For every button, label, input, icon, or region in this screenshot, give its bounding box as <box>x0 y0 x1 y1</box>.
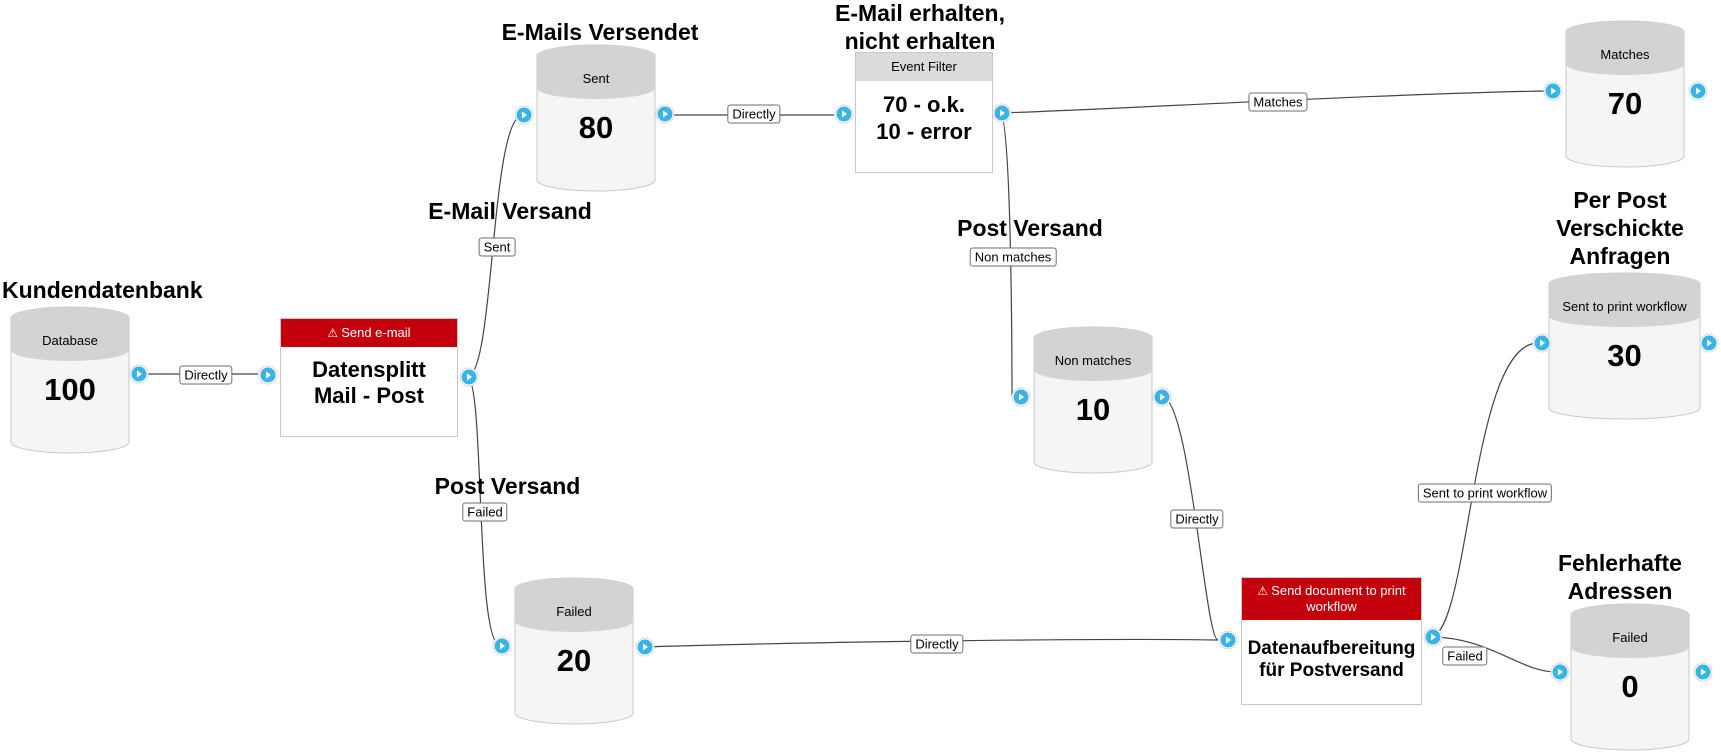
edge-tag-directly[interactable]: Directly <box>179 365 233 385</box>
node-body: Datenaufbereitung für Postversand <box>1242 638 1421 682</box>
play-circle-icon[interactable] <box>1423 627 1443 647</box>
node-body-line: 10 - error <box>876 119 972 144</box>
cylinder-shape <box>1570 603 1690 751</box>
heading-email-erhalten: E-Mail erhalten, nicht erhalten <box>820 0 1020 55</box>
node-body-line: Mail - Post <box>313 383 424 408</box>
cylinder-sent-to-print[interactable]: Sent to print workflow 30 <box>1548 272 1701 420</box>
node-header-line: ⚠Send document to print <box>1248 583 1415 599</box>
edge-tag-sent[interactable]: Sent <box>478 237 516 257</box>
cylinder-label: Matches <box>1600 47 1650 62</box>
cylinder-sent[interactable]: Sent 80 <box>536 44 656 192</box>
edge-tag-failed[interactable]: Failed <box>1442 646 1488 666</box>
node-body-line: für Postversand <box>1259 660 1404 681</box>
edge-tag-matches[interactable]: Matches <box>1248 92 1308 112</box>
edge-tag-directly[interactable]: Directly <box>727 104 781 124</box>
play-circle-icon[interactable] <box>514 105 534 125</box>
heading-kundendatenbank: Kundendatenbank <box>2 277 203 303</box>
node-header: Event Filter <box>856 53 992 81</box>
node-header: ⚠Send document to print workflow <box>1242 578 1421 620</box>
heading-line: Adressen <box>1567 578 1673 604</box>
node-body-line: Datensplitt <box>312 357 426 382</box>
play-circle-icon[interactable] <box>492 636 512 656</box>
cylinder-value: 10 <box>1075 392 1111 427</box>
node-header-label: Send document to print <box>1271 583 1406 598</box>
play-circle-icon[interactable] <box>129 364 149 384</box>
node-header-line: workflow <box>1306 599 1357 614</box>
cylinder-label: Database <box>42 333 98 348</box>
cylinder-database[interactable]: Database 100 <box>10 306 130 454</box>
cylinder-shape <box>1033 326 1153 474</box>
cylinder-failed-left[interactable]: Failed 20 <box>514 577 634 725</box>
heading-line: E-Mail erhalten, <box>835 0 1005 26</box>
play-circle-icon[interactable] <box>655 104 675 124</box>
cylinder-label: Sent to print workflow <box>1562 299 1687 314</box>
node-send-document[interactable]: ⚠Send document to print workflow Datenau… <box>1241 577 1422 705</box>
heading-line: Per Post <box>1573 187 1667 213</box>
heading-email-versand: E-Mail Versand <box>428 198 592 224</box>
node-send-email[interactable]: ⚠Send e-mail Datensplitt Mail - Post <box>280 318 458 437</box>
warning-triangle-icon: ⚠ <box>327 326 339 340</box>
cylinder-value: 20 <box>556 643 592 678</box>
cylinder-value: 0 <box>1621 669 1639 704</box>
node-body: 70 - o.k. 10 - error <box>856 81 992 145</box>
node-header: ⚠Send e-mail <box>281 319 457 347</box>
cylinder-value: 100 <box>44 372 96 407</box>
heading-line: Fehlerhafte <box>1558 550 1682 576</box>
play-circle-icon[interactable] <box>635 637 655 657</box>
heading-line: nicht erhalten <box>844 28 996 54</box>
play-circle-icon[interactable] <box>1543 81 1563 101</box>
cylinder-matches[interactable]: Matches 70 <box>1565 20 1685 168</box>
node-body-line: 70 - o.k. <box>883 92 965 117</box>
node-event-filter[interactable]: Event Filter 70 - o.k. 10 - error <box>855 52 993 173</box>
play-circle-icon[interactable] <box>1550 662 1570 682</box>
node-body: Datensplitt Mail - Post <box>281 357 457 409</box>
cylinder-value: 30 <box>1607 338 1642 373</box>
edge-tag-directly[interactable]: Directly <box>910 634 964 654</box>
play-circle-icon[interactable] <box>1218 630 1238 650</box>
cylinder-label: Failed <box>556 604 592 619</box>
cylinder-failed-right[interactable]: Failed 0 <box>1570 603 1690 751</box>
cylinder-shape <box>536 44 656 192</box>
cylinder-shape <box>1548 272 1701 420</box>
cylinder-label: Non matches <box>1054 353 1132 368</box>
wire-print-to-failed-right <box>1429 636 1557 673</box>
cylinder-value: 80 <box>578 110 614 145</box>
heading-line: Anfragen <box>1569 243 1671 269</box>
play-circle-icon[interactable] <box>1688 81 1708 101</box>
heading-post-versand-bottom: Post Versand <box>434 473 581 499</box>
cylinder-shape <box>514 577 634 725</box>
node-body-line: Datenaufbereitung <box>1247 638 1416 659</box>
play-circle-icon[interactable] <box>992 103 1012 123</box>
cylinder-label: Sent <box>582 71 610 86</box>
heading-emails-versendet: E-Mails Versendet <box>501 19 699 45</box>
play-circle-icon[interactable] <box>834 104 854 124</box>
cylinder-shape <box>1565 20 1685 168</box>
play-circle-icon[interactable] <box>459 367 479 387</box>
cylinder-label: Failed <box>1612 630 1648 645</box>
play-circle-icon[interactable] <box>1532 333 1552 353</box>
warning-triangle-icon: ⚠ <box>1257 584 1269 598</box>
edge-tag-failed[interactable]: Failed <box>462 502 508 522</box>
play-circle-icon[interactable] <box>1011 387 1031 407</box>
heading-line: Verschickte <box>1556 215 1684 241</box>
heading-per-post: Per Post Verschickte Anfragen <box>1555 186 1685 270</box>
edge-tag-non-matches[interactable]: Non matches <box>969 247 1057 267</box>
cylinder-value: 70 <box>1607 86 1643 121</box>
edge-tag-sent-to-print-workflow[interactable]: Sent to print workflow <box>1417 483 1553 503</box>
play-circle-icon[interactable] <box>1152 387 1172 407</box>
heading-fehlerhafte: Fehlerhafte Adressen <box>1550 549 1690 605</box>
cylinder-non-matches[interactable]: Non matches 10 <box>1033 326 1153 474</box>
cylinder-shape <box>10 306 130 454</box>
heading-post-versand-top: Post Versand <box>957 215 1103 241</box>
edge-tag-directly[interactable]: Directly <box>1170 509 1224 529</box>
play-circle-icon[interactable] <box>1693 662 1713 682</box>
play-circle-icon[interactable] <box>258 365 278 385</box>
play-circle-icon[interactable] <box>1699 333 1719 353</box>
node-header-label: Send e-mail <box>341 325 411 340</box>
